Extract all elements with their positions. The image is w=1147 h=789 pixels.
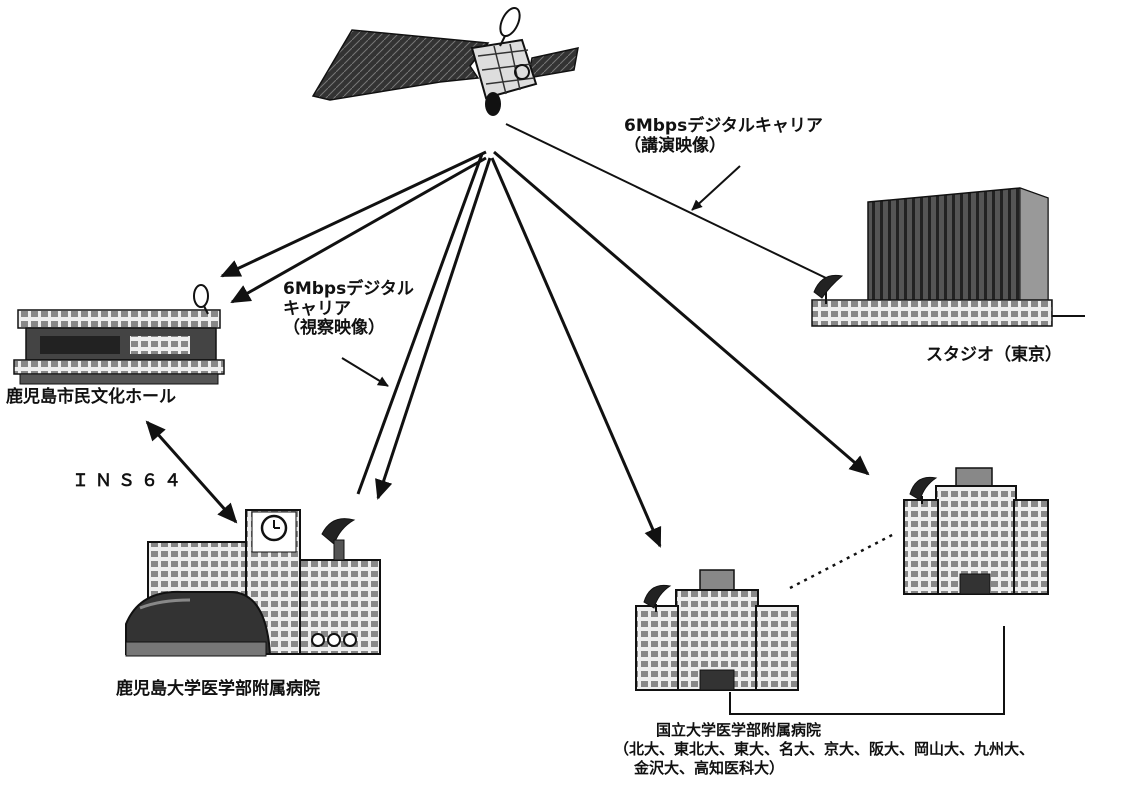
uplink-beam-studio xyxy=(505,123,827,279)
beam-to-hall-2 xyxy=(230,156,487,304)
satellite-beams xyxy=(220,123,870,548)
national-hospital-bracket xyxy=(729,626,1005,715)
lecture-carrier-pointer xyxy=(691,165,741,211)
dish-antenna-icon xyxy=(813,274,844,304)
lecture-carrier-line1: 6Mbpsデジタルキャリア xyxy=(624,116,823,136)
uplink-beam-kagoshima-hospital xyxy=(356,153,484,495)
inspection-carrier-pointer xyxy=(341,357,389,387)
beam-to-kagoshima-hospital xyxy=(375,157,492,500)
inspection-carrier-line3: （視察映像） xyxy=(283,318,385,339)
satellite-icon xyxy=(311,6,579,116)
beam-to-hall-1 xyxy=(220,150,487,278)
beam-to-national-hospital-a xyxy=(490,157,662,548)
dish-antenna-icon xyxy=(193,284,209,315)
national-hospital-list: （北大、東北大、東大、名大、京大、阪大、岡山大、九州大、 金沢大、高知医科大） xyxy=(614,740,1034,778)
national-hospital-dotted-link xyxy=(789,532,895,590)
dish-antenna-icon xyxy=(643,584,672,612)
civic-hall-label: 鹿児島市民文化ホール xyxy=(6,387,176,407)
lecture-carrier-line2: （講演映像） xyxy=(624,135,726,156)
kagoshima-hospital-label: 鹿児島大学医学部附属病院 xyxy=(116,679,320,699)
ins64-link-arrow xyxy=(145,420,238,524)
kagoshima-hospital-building-icon xyxy=(125,509,381,657)
studio-building-icon xyxy=(811,187,1085,327)
clock-icon xyxy=(260,514,288,542)
national-hospital-b-building-icon xyxy=(903,467,1049,595)
national-hospital-a-building-icon xyxy=(635,569,799,691)
dish-antenna-icon xyxy=(321,518,356,561)
inspection-carrier-label: 6Mbpsデジタル キャリア （視察映像） xyxy=(283,279,414,339)
studio-label: スタジオ（東京） xyxy=(926,345,1062,365)
dish-antenna-icon xyxy=(909,476,938,504)
national-hospital-label: 国立大学医学部附属病院 xyxy=(656,721,822,739)
lecture-carrier-label: 6Mbpsデジタルキャリア （講演映像） xyxy=(624,116,823,156)
national-hospital-list-line1: （北大、東北大、東大、名大、京大、阪大、岡山大、九州大、 xyxy=(614,740,1035,758)
beam-to-national-hospital-b xyxy=(493,150,870,476)
inspection-carrier-line2: キャリア xyxy=(283,298,351,319)
national-hospital-list-line2: 金沢大、高知医科大） xyxy=(634,758,785,777)
inspection-carrier-line1: 6Mbpsデジタル xyxy=(283,279,414,299)
ins64-label: ＩＮＳ６４ xyxy=(72,471,187,491)
civic-hall-building-icon xyxy=(13,284,225,385)
